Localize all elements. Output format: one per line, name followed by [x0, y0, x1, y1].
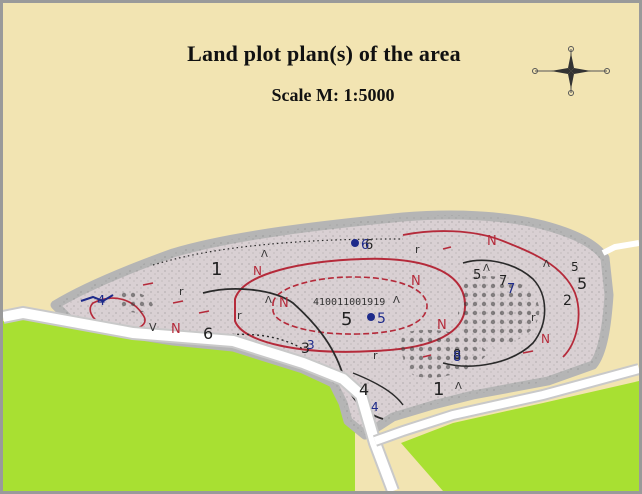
terrain-symbol: Λ — [543, 259, 550, 270]
road-east — [373, 365, 639, 445]
map-title: Land plot plan(s) of the area — [187, 41, 461, 66]
contour-inner — [272, 276, 428, 335]
blue-mark: 7 — [507, 282, 515, 297]
blue-mark: 4 — [97, 294, 105, 309]
terrain-symbol: Λ — [483, 263, 490, 274]
terrain-symbol: r — [179, 285, 184, 298]
red-mark: N — [437, 318, 447, 333]
plot-speckle — [55, 215, 609, 435]
blue-scribble — [80, 294, 114, 303]
red-mark: N — [171, 322, 181, 337]
plot-id-label: 410011001919 — [313, 297, 385, 308]
blue-mark: 3 — [307, 338, 315, 352]
green-field-east — [401, 381, 639, 491]
shrub-area-east — [458, 276, 540, 348]
map-scale: Scale M: 1:5000 — [271, 85, 395, 105]
boundary-east — [442, 259, 546, 367]
terrain-symbol: r — [531, 311, 536, 324]
blue-dot — [351, 239, 359, 247]
blue-dot — [367, 313, 375, 321]
red-mark: N — [487, 234, 497, 249]
blue-mark: 6 — [361, 238, 369, 253]
red-mark: N — [253, 264, 262, 278]
red-mark: N — [411, 274, 421, 289]
contour-north — [402, 230, 580, 358]
boundary-lower — [352, 372, 404, 406]
plot-number: 7 — [499, 274, 507, 289]
plot-number: 1 — [433, 379, 444, 400]
plot-number: 2 — [563, 293, 572, 309]
boundary-northwest — [152, 238, 404, 266]
compass-rose-icon — [532, 46, 610, 96]
terrain-symbol: Λ — [261, 249, 268, 260]
red-dash-marks — [142, 246, 534, 358]
terrain-symbol: Λ — [393, 295, 400, 306]
terrain-symbol: V — [149, 321, 157, 334]
red-mark: N — [541, 332, 550, 346]
blue-mark: 8 — [453, 350, 461, 365]
plot-number: 4 — [359, 380, 369, 399]
blue-mark: 5 — [377, 311, 386, 327]
plot-number: 5 — [473, 268, 481, 283]
plot-number: 3 — [301, 341, 310, 357]
red-mark: N — [279, 296, 289, 311]
plot-number: 6 — [203, 324, 213, 343]
road-north-east — [601, 240, 639, 256]
road-west — [3, 307, 398, 491]
terrain-symbol: Λ — [265, 295, 272, 306]
shrub-area-south — [401, 329, 488, 378]
plot-number: 1 — [211, 259, 222, 280]
plot-number: 5 — [571, 260, 579, 274]
land-plot-map: 410011001919 1 1 2 3 4 5 5 5 5 6 6 7 8 6… — [3, 3, 639, 491]
plot-number: 5 — [577, 274, 587, 293]
plot-number: 6 — [365, 238, 373, 253]
terrain-symbol: r — [415, 243, 420, 256]
shrub-area-west — [121, 291, 153, 313]
terrain-symbol: r — [373, 349, 378, 362]
blue-mark: 4 — [371, 400, 379, 414]
terrain-symbol: Λ — [455, 381, 462, 392]
plot-number: 5 — [341, 309, 352, 330]
terrain-symbol: r — [237, 309, 242, 322]
plot-number: 8 — [453, 348, 461, 363]
